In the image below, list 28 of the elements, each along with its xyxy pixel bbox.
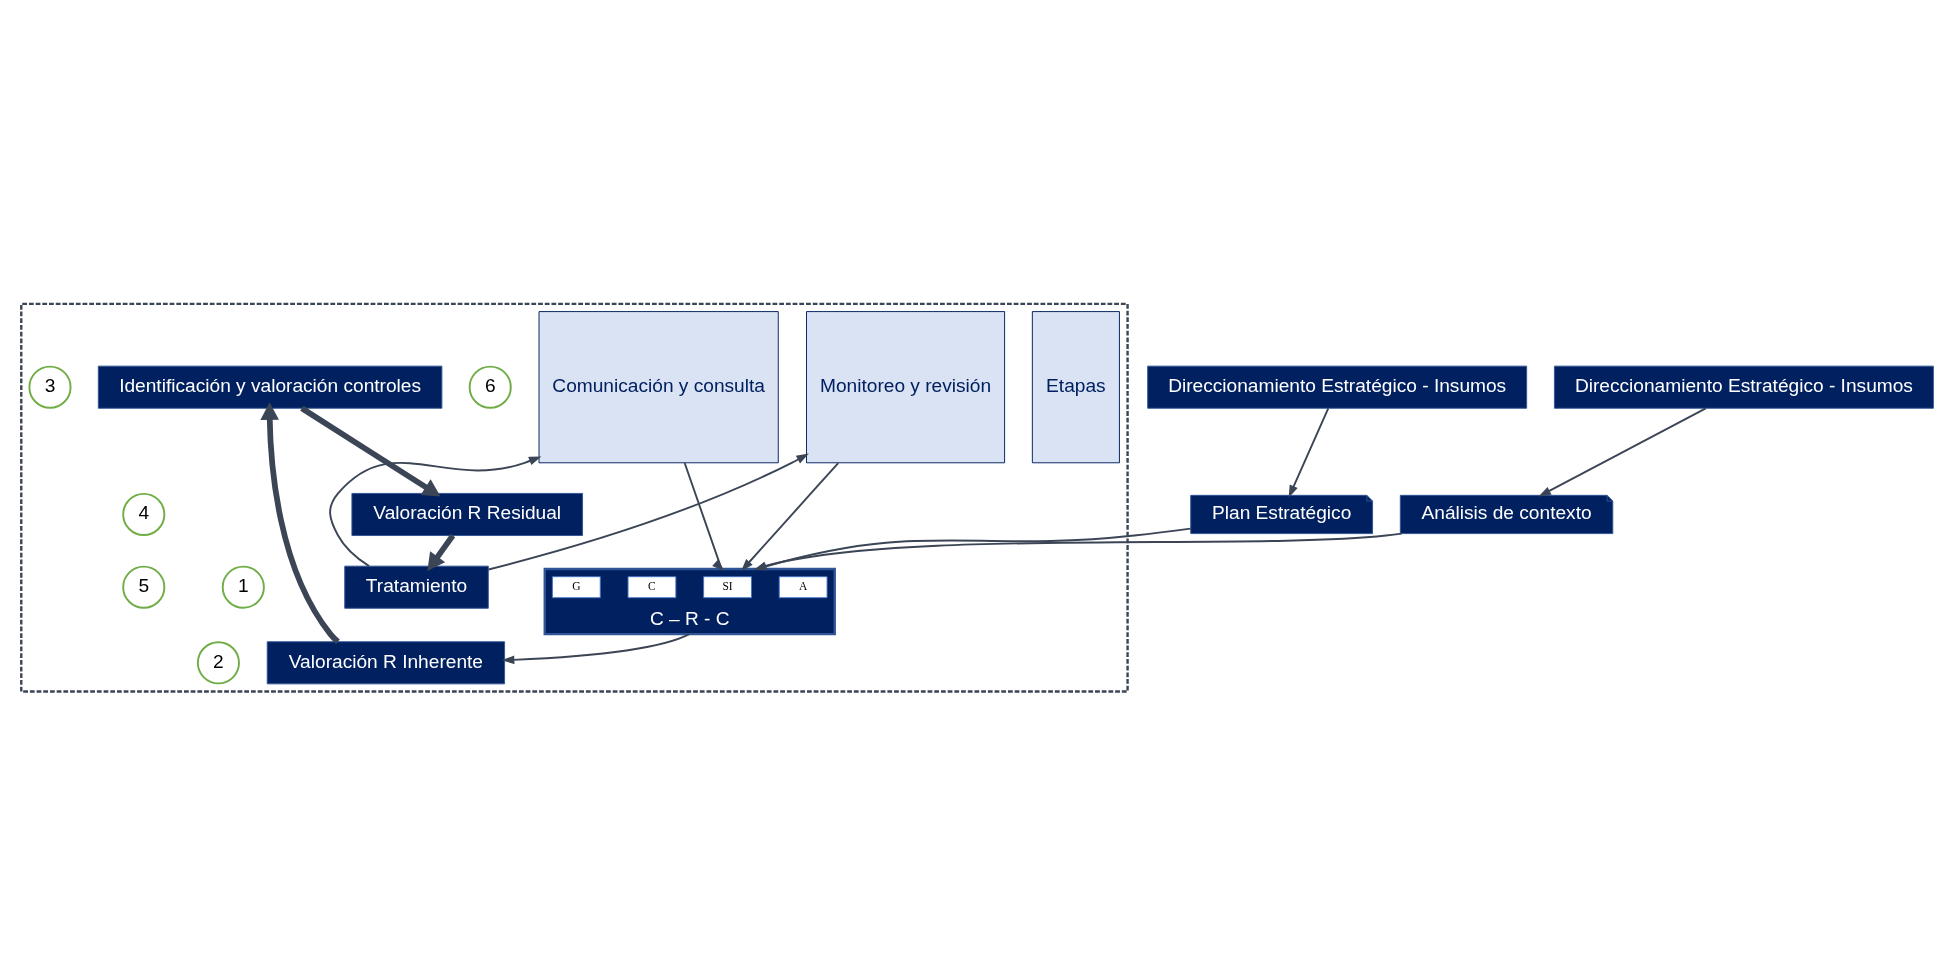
node-box: Monitoreo y revisión [806,311,1006,464]
node-box: Valoración R Residual [351,492,584,536]
node-box: Etapas [1031,311,1120,464]
node-circle: 5 [122,565,166,609]
node-box: Identificación y valoración controles [97,365,443,409]
node-box: C [627,576,677,599]
arrow [1288,407,1330,498]
node-circle: 1 [221,565,265,609]
arrow [300,405,441,497]
node-circle: 2 [196,641,240,685]
node-circle: 6 [468,365,512,409]
node-box: Tratamiento [344,565,489,609]
node-box: Direccionamiento Estratégico - Insumos [1553,365,1934,409]
node-circle: 4 [122,492,166,536]
node-circle: 3 [28,365,72,409]
node-box: Valoración R Inherente [266,641,506,685]
arrow [260,402,340,644]
arrow [501,633,691,665]
node-box: G [551,576,601,599]
node-box: A [778,576,828,599]
node-box: Direccionamiento Estratégico - Insumos [1147,365,1528,409]
arrow [683,462,725,571]
node-box: Comunicación y consulta [538,311,779,464]
arrow [427,533,456,572]
node-box: SI [703,576,752,599]
cluster [20,302,1129,693]
arrow [329,456,542,568]
arrow [1538,407,1707,497]
